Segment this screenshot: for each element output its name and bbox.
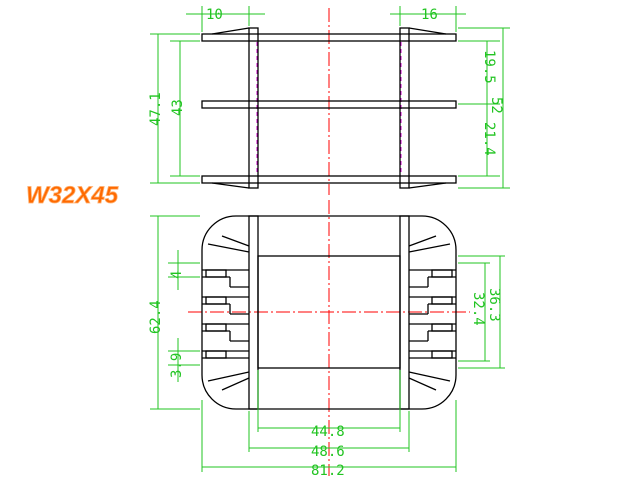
bottom-view-outline (201, 215, 457, 410)
top-view: 10 16 47.1 43 19.5 21.4 52 (148, 6, 510, 195)
dim-right-inner: 32.4 (470, 292, 486, 326)
dim-height-inner: 43 (170, 99, 186, 116)
dim-height-outer: 47.1 (148, 92, 164, 126)
dim-bottom-inner: 44.8 (311, 424, 345, 440)
dim-bottom-middle: 48.6 (311, 444, 345, 460)
dim-bottom-total: 81.2 (311, 463, 345, 479)
dim-flange-right: 16 (421, 7, 438, 23)
dim-left-small: 3.9 (169, 353, 185, 378)
dim-left-tab: 4 (169, 271, 185, 279)
top-view-outline (201, 27, 457, 189)
bottom-view-dimensions (150, 215, 505, 472)
bottom-view: 4 62.4 3.9 32.4 36.3 44.8 48.6 81.2 (148, 200, 505, 479)
part-title: W32X45 (26, 182, 119, 209)
dim-right-lower: 21.4 (481, 122, 497, 156)
top-view-dimensions (150, 6, 510, 189)
dim-right-outer: 36.3 (486, 288, 502, 322)
dim-right-total: 52 (488, 97, 504, 114)
dim-right-upper: 19.5 (481, 50, 497, 84)
dim-left-total: 62.4 (148, 300, 164, 334)
dim-flange-left: 10 (206, 7, 223, 23)
